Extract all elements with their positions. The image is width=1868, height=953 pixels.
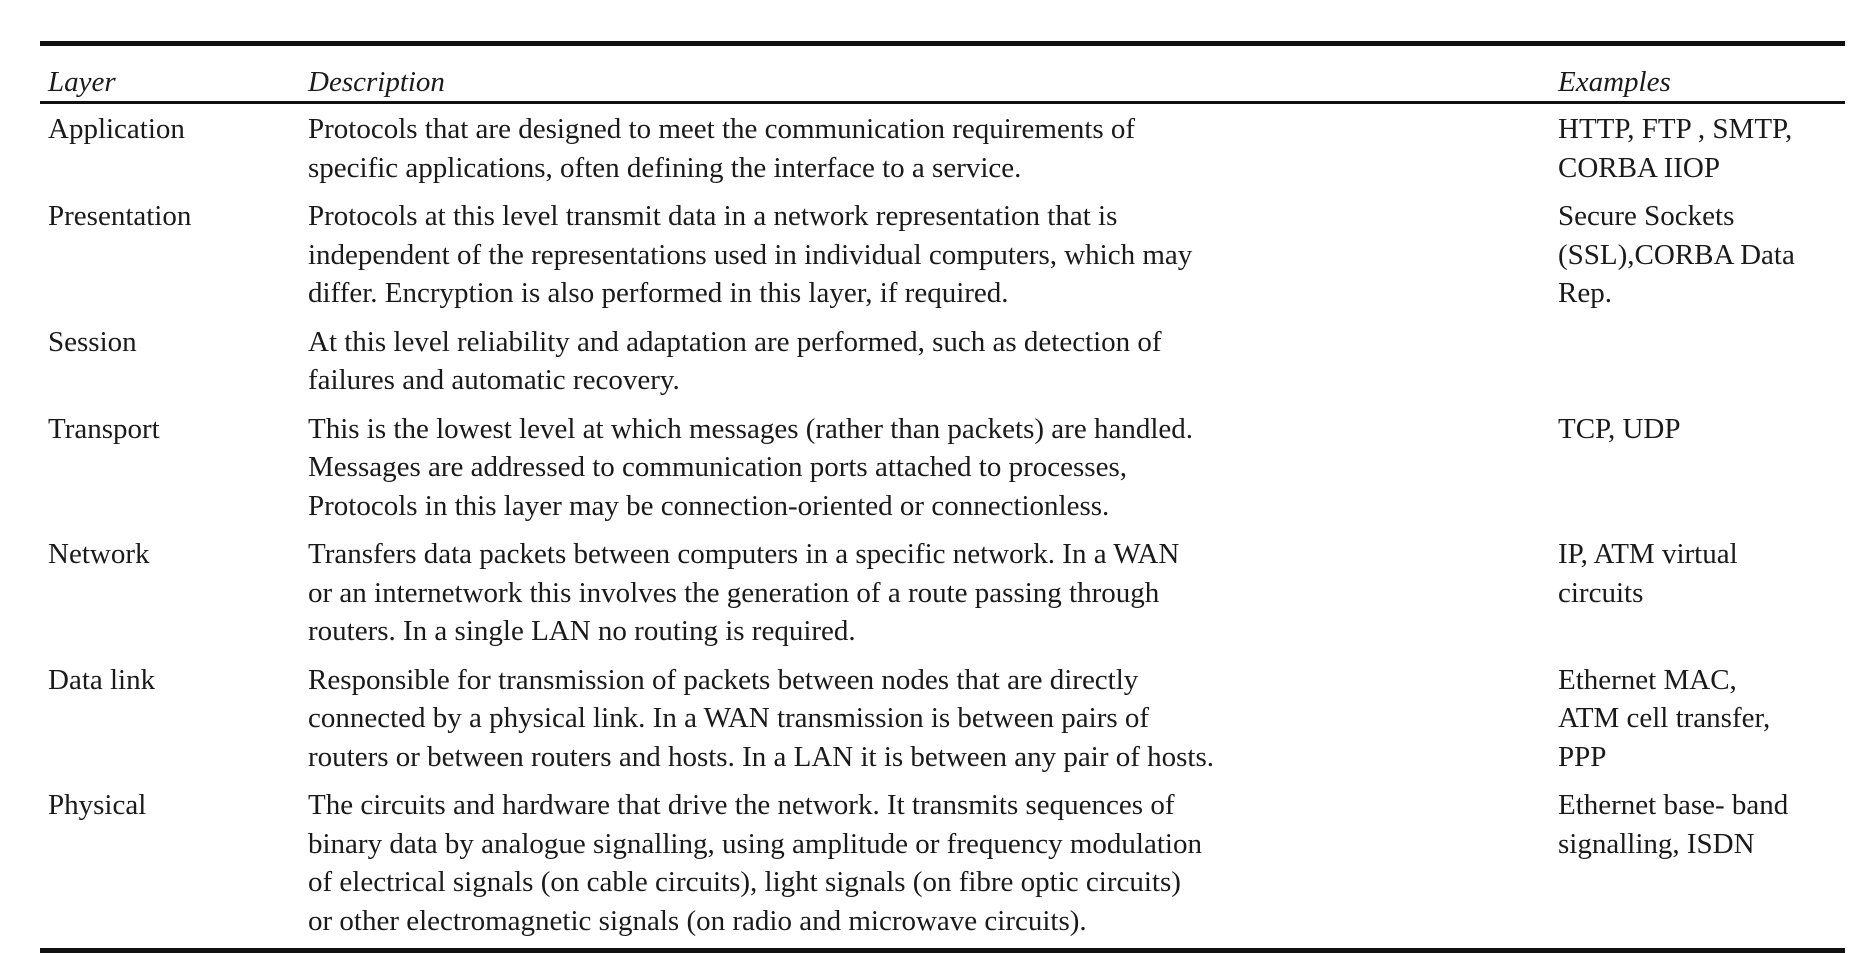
examples-cell: IP, ATM virtual circuits <box>1558 538 1738 609</box>
header-row: Layer Description Examples <box>40 46 1845 101</box>
table-row: Session At this level reliability and ad… <box>40 323 1845 410</box>
examples-cell: Ethernet base- band signalling, ISDN <box>1558 789 1789 860</box>
layer-cell: Physical <box>48 789 147 821</box>
examples-cell: Secure Sockets (SSL),CORBA Data Rep. <box>1558 200 1795 309</box>
layer-cell: Application <box>48 113 185 145</box>
table-row: Network Transfers data packets between c… <box>40 535 1845 661</box>
description-cell: This is the lowest level at which messag… <box>308 412 1193 522</box>
examples-cell: HTTP, FTP , SMTP, CORBA IIOP <box>1558 113 1793 184</box>
header-description: Description <box>308 66 445 98</box>
examples-cell: TCP, UDP <box>1558 412 1681 445</box>
examples-cell: Ethernet MAC, ATM cell transfer, PPP <box>1558 663 1771 773</box>
description-cell: At this level reliability and adaptation… <box>308 325 1162 397</box>
header-rule <box>40 101 1845 104</box>
layer-cell: Presentation <box>48 200 192 232</box>
table-row: Application Protocols that are designed … <box>40 104 1845 197</box>
layer-cell: Network <box>48 538 150 570</box>
description-cell: Transfers data packets between computers… <box>308 538 1180 647</box>
examples-cell <box>1550 323 1845 410</box>
layer-cell: Transport <box>48 412 160 445</box>
osi-layers-table: Layer Description Examples Application P… <box>40 41 1845 953</box>
table-row: Presentation Protocols at this level tra… <box>40 197 1845 323</box>
table-row: Data link Responsible for transmission o… <box>40 661 1845 787</box>
layer-cell: Session <box>48 325 137 358</box>
header-layer: Layer <box>48 66 116 98</box>
layers-table: Layer Description Examples <box>40 46 1845 101</box>
description-cell: Protocols at this level transmit data in… <box>308 200 1193 309</box>
header-examples: Examples <box>1558 66 1671 98</box>
description-cell: The circuits and hardware that drive the… <box>308 789 1202 937</box>
table-row: Physical The circuits and hardware that … <box>40 786 1845 948</box>
layers-table-body: Application Protocols that are designed … <box>40 104 1845 948</box>
top-rule <box>40 41 1845 46</box>
bottom-rule <box>40 948 1845 953</box>
table-row: Transport This is the lowest level at wh… <box>40 410 1845 536</box>
description-cell: Responsible for transmission of packets … <box>308 663 1215 773</box>
layer-cell: Data link <box>48 663 156 696</box>
description-cell: Protocols that are designed to meet the … <box>308 113 1136 184</box>
